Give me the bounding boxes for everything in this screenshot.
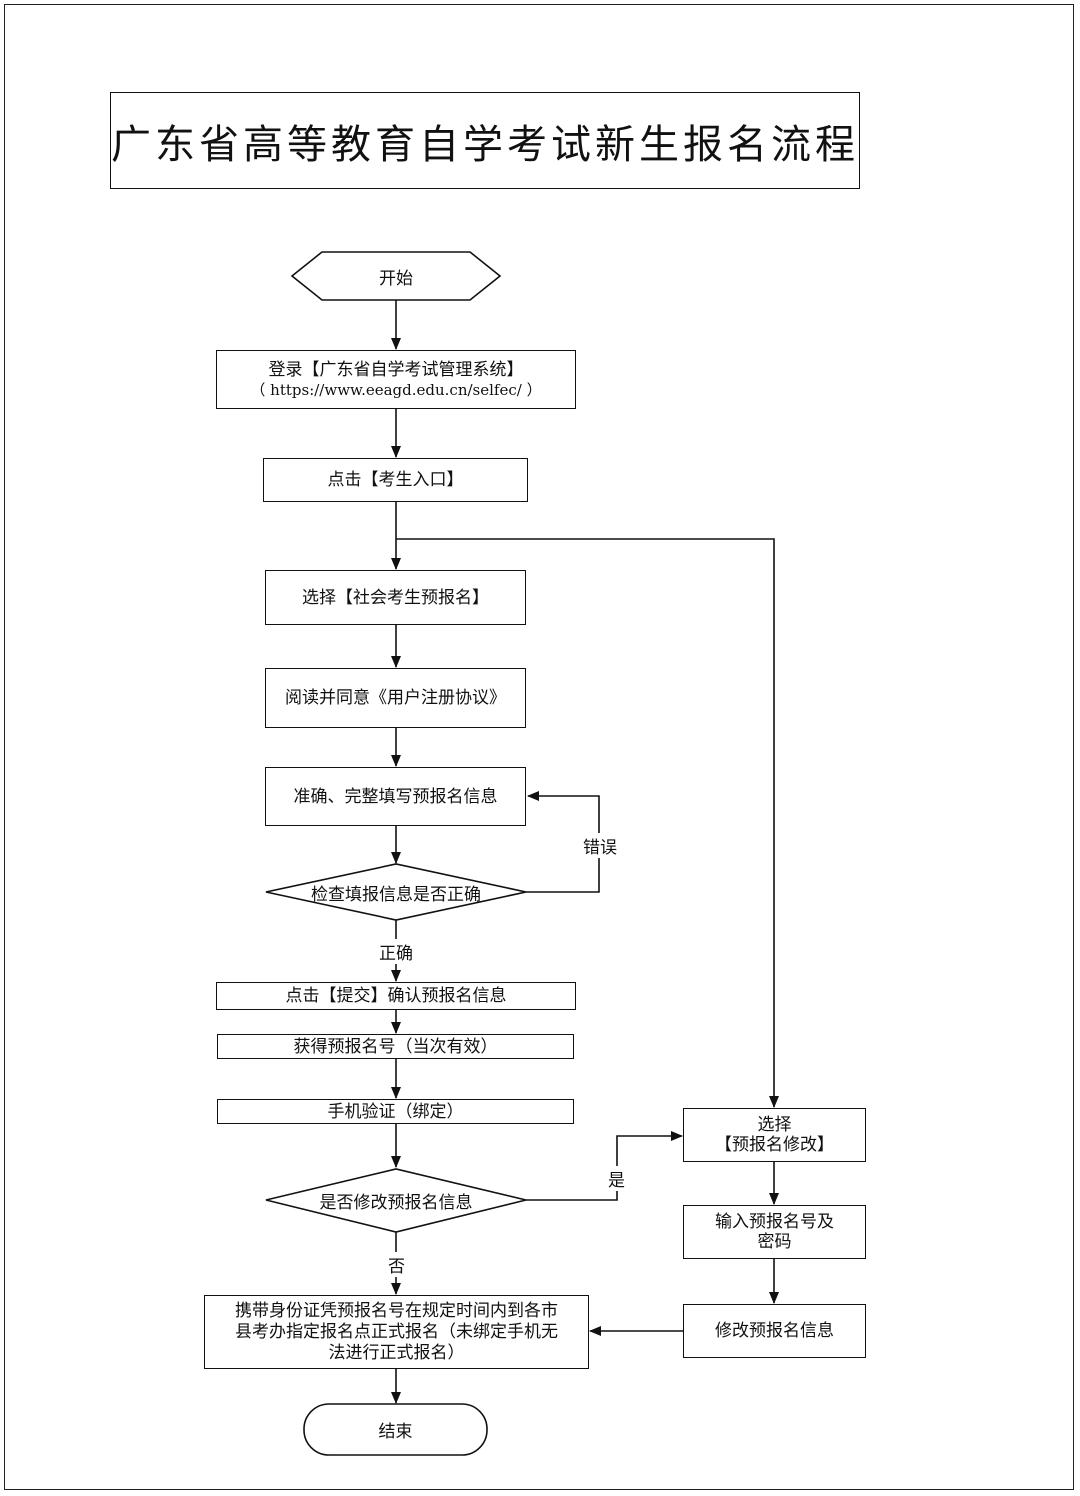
login-box: 登录【广东省自学考试管理系统】 （ https://www.eeagd.edu.… — [216, 350, 576, 409]
select-modify-line-2: 【预报名修改】 — [715, 1135, 834, 1155]
page-frame — [4, 4, 1074, 1490]
login-label: 登录【广东省自学考试管理系统】 — [268, 359, 524, 380]
formal-line-2: 县考办指定报名点正式报名（未绑定手机无 — [235, 1321, 558, 1342]
agreement-box: 阅读并同意《用户注册协议》 — [265, 668, 526, 728]
select-prereg-box: 选择【社会考生预报名】 — [265, 570, 526, 625]
input-line-2: 密码 — [757, 1232, 792, 1252]
input-credentials-box: 输入预报名号及 密码 — [683, 1205, 866, 1259]
formal-line-1: 携带身份证凭预报名号在规定时间内到各市 — [235, 1300, 558, 1321]
yes-edge-label: 是 — [608, 1166, 625, 1191]
modify-info-box: 修改预报名信息 — [683, 1304, 866, 1358]
submit-box: 点击【提交】确认预报名信息 — [216, 982, 576, 1010]
phone-verify-box: 手机验证（绑定） — [217, 1099, 574, 1124]
end-terminator — [303, 1403, 488, 1456]
select-modify-line-1: 选择 — [757, 1115, 792, 1135]
entry-box: 点击【考生入口】 — [263, 458, 528, 502]
select-modify-box: 选择 【预报名修改】 — [683, 1108, 866, 1162]
fill-info-box: 准确、完整填写预报名信息 — [265, 767, 526, 826]
no-edge-label: 否 — [388, 1252, 405, 1277]
input-line-1: 输入预报名号及 — [715, 1212, 834, 1232]
end-label: 结束 — [378, 1422, 413, 1442]
start-terminator — [290, 251, 502, 301]
get-number-box: 获得预报名号（当次有效） — [217, 1034, 574, 1059]
start-label: 开始 — [379, 268, 413, 289]
formal-line-3: 法进行正式报名） — [328, 1342, 465, 1363]
modify-question-label: 是否修改预报名信息 — [319, 1192, 473, 1213]
page-title: 广东省高等教育自学考试新生报名流程 — [110, 92, 860, 189]
correct-edge-label: 正确 — [379, 939, 413, 964]
formal-register-box: 携带身份证凭预报名号在规定时间内到各市 县考办指定报名点正式报名（未绑定手机无 … — [204, 1295, 589, 1369]
error-edge-label: 错误 — [583, 833, 617, 858]
check-label: 检查填报信息是否正确 — [311, 884, 481, 905]
login-url: （ https://www.eeagd.edu.cn/selfec/ ） — [250, 380, 542, 399]
